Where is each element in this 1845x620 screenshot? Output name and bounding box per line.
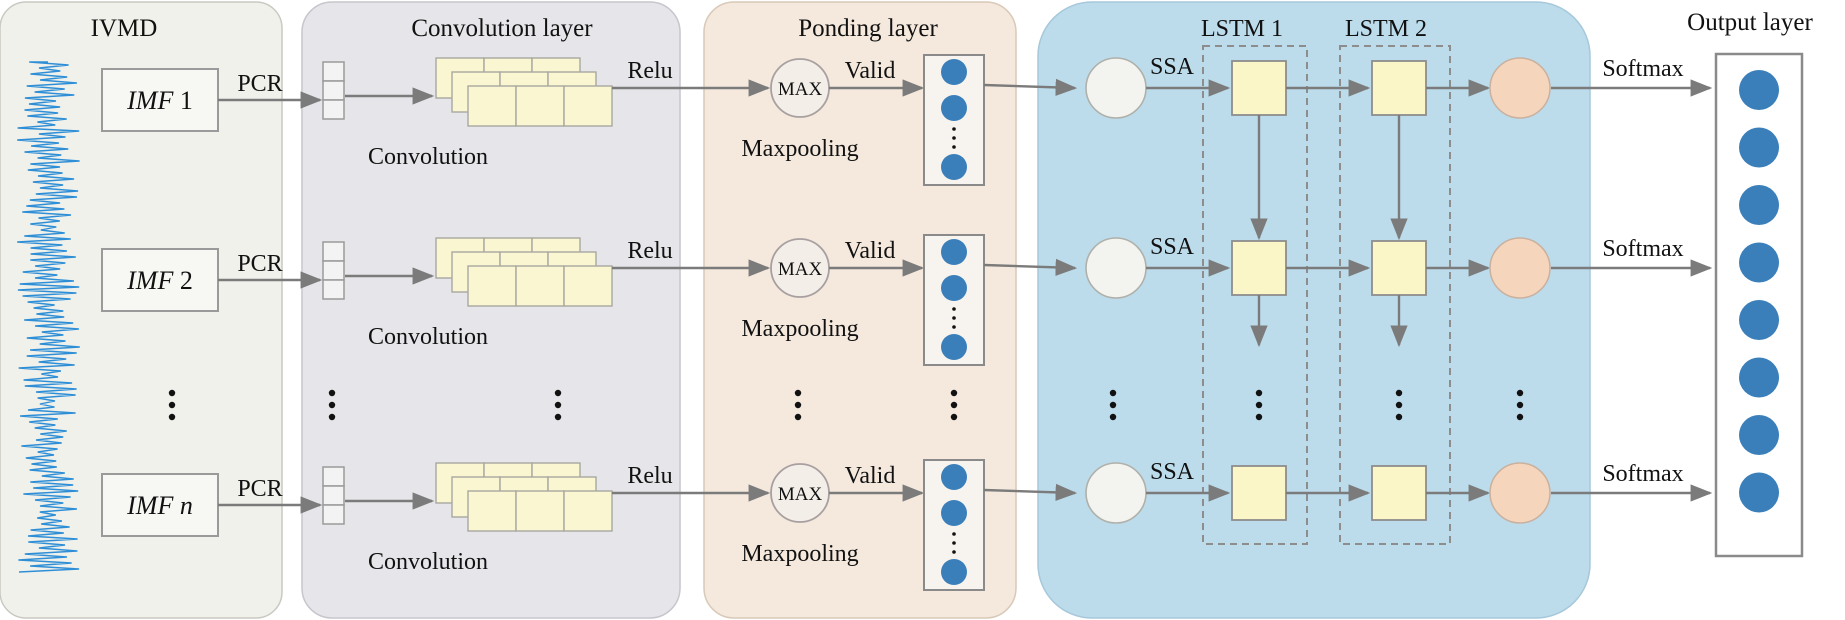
lstm1-column bbox=[1202, 45, 1308, 545]
pooled-vector bbox=[923, 459, 985, 591]
maxpooling-label: Maxpooling bbox=[741, 136, 858, 162]
dense-node bbox=[1489, 57, 1551, 119]
to-ssa-arrow bbox=[983, 483, 1078, 501]
convolution-kernel bbox=[322, 466, 345, 525]
ssa-label: SSA bbox=[1150, 459, 1195, 485]
ssa-node bbox=[1085, 237, 1147, 299]
ellipsis-dots-1 bbox=[168, 389, 176, 421]
output-node bbox=[1739, 185, 1779, 225]
output-node bbox=[1739, 415, 1779, 455]
max-label: MAX bbox=[778, 259, 823, 280]
feature-maps bbox=[435, 237, 613, 307]
output-node bbox=[1739, 70, 1779, 110]
ellipsis-dots-7 bbox=[1255, 389, 1263, 421]
ellipsis-dots-2 bbox=[328, 389, 336, 421]
ssa-label: SSA bbox=[1150, 234, 1195, 260]
output-node bbox=[1739, 357, 1779, 398]
convolution-kernel bbox=[322, 241, 345, 300]
convolution-layer-panel bbox=[301, 1, 681, 619]
output-layer-title: Output layer bbox=[1687, 9, 1813, 36]
output-node bbox=[1739, 472, 1779, 513]
softmax-label: Softmax bbox=[1602, 236, 1683, 262]
ssa-node bbox=[1085, 462, 1147, 524]
relu-label: Relu bbox=[627, 58, 672, 84]
lstm1-cell bbox=[1231, 240, 1287, 296]
dense-node bbox=[1489, 237, 1551, 299]
ellipsis-dots-5 bbox=[950, 389, 958, 421]
valid-label: Valid bbox=[845, 238, 896, 264]
output-node bbox=[1739, 127, 1779, 168]
pooled-vector bbox=[923, 234, 985, 366]
lstm2-cell bbox=[1371, 465, 1427, 521]
lstm-panel bbox=[1037, 1, 1591, 619]
output-node bbox=[1739, 242, 1779, 283]
ssa-label: SSA bbox=[1150, 54, 1195, 80]
pooling-layer-title: Ponding layer bbox=[798, 15, 938, 42]
relu-label: Relu bbox=[627, 238, 672, 264]
lstm1-cell bbox=[1231, 465, 1287, 521]
convolution-label: Convolution bbox=[368, 324, 488, 350]
imf-label: IMF 1 bbox=[126, 86, 193, 115]
valid-label: Valid bbox=[845, 58, 896, 84]
imf-label: IMF n bbox=[126, 491, 193, 520]
convolution-label: Convolution bbox=[368, 144, 488, 170]
pcr-label: PCR bbox=[237, 251, 282, 277]
maxpooling-label: Maxpooling bbox=[741, 541, 858, 567]
lstm2-column bbox=[1339, 45, 1451, 545]
relu-label: Relu bbox=[627, 463, 672, 489]
softmax-label: Softmax bbox=[1602, 56, 1683, 82]
pcr-label: PCR bbox=[237, 71, 282, 97]
pooled-vector bbox=[923, 54, 985, 186]
valid-label: Valid bbox=[845, 463, 896, 489]
lstm2-cell bbox=[1371, 240, 1427, 296]
softmax-label: Softmax bbox=[1602, 461, 1683, 487]
maxpooling-label: Maxpooling bbox=[741, 316, 858, 342]
imf-label: IMF 2 bbox=[126, 266, 193, 295]
max-label: MAX bbox=[778, 484, 823, 505]
ivmd-signal-waveform bbox=[17, 61, 80, 573]
to-ssa-arrow bbox=[983, 258, 1078, 276]
ellipsis-dots-8 bbox=[1395, 389, 1403, 421]
ellipsis-dots-9 bbox=[1516, 389, 1524, 421]
convolution-kernel bbox=[322, 61, 345, 120]
ellipsis-dots-4 bbox=[794, 389, 802, 421]
lstm2-cell bbox=[1371, 60, 1427, 116]
ssa-node bbox=[1085, 57, 1147, 119]
pcr-label: PCR bbox=[237, 476, 282, 502]
max-label: MAX bbox=[778, 79, 823, 100]
lstm1-cell bbox=[1231, 60, 1287, 116]
feature-maps bbox=[435, 57, 613, 127]
to-ssa-arrow bbox=[983, 78, 1078, 96]
ellipsis-dots-6 bbox=[1109, 389, 1117, 421]
convolution-label: Convolution bbox=[368, 549, 488, 575]
output-node bbox=[1739, 300, 1779, 340]
feature-maps bbox=[435, 462, 613, 532]
imf-box bbox=[101, 473, 219, 537]
ellipsis-dots-3 bbox=[554, 389, 562, 421]
lstm1-label: LSTM 1 bbox=[1201, 16, 1283, 42]
convolution-layer-title: Convolution layer bbox=[411, 15, 593, 42]
lstm2-label: LSTM 2 bbox=[1345, 16, 1427, 42]
ivmd-title: IVMD bbox=[91, 15, 158, 42]
dense-node bbox=[1489, 462, 1551, 524]
